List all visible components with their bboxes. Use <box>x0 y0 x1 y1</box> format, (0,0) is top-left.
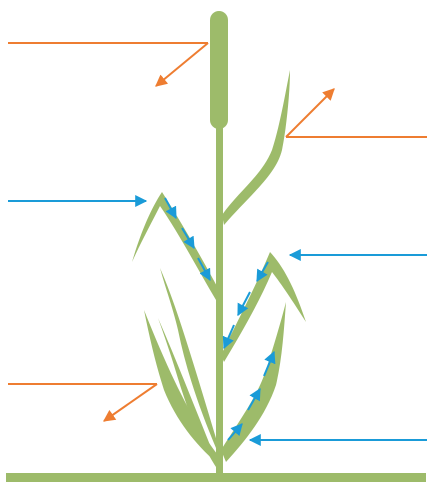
leaf-left-bent <box>132 192 219 300</box>
orange-arrow-right-pointer <box>286 89 334 137</box>
blue-flow-left-leaf <box>165 198 210 280</box>
orange-arrow-top-left-pointer <box>156 43 208 86</box>
leaf-upper-right <box>222 70 290 225</box>
flower-spike <box>210 11 228 129</box>
orange-arrow-lower-left-pointer <box>104 384 157 421</box>
